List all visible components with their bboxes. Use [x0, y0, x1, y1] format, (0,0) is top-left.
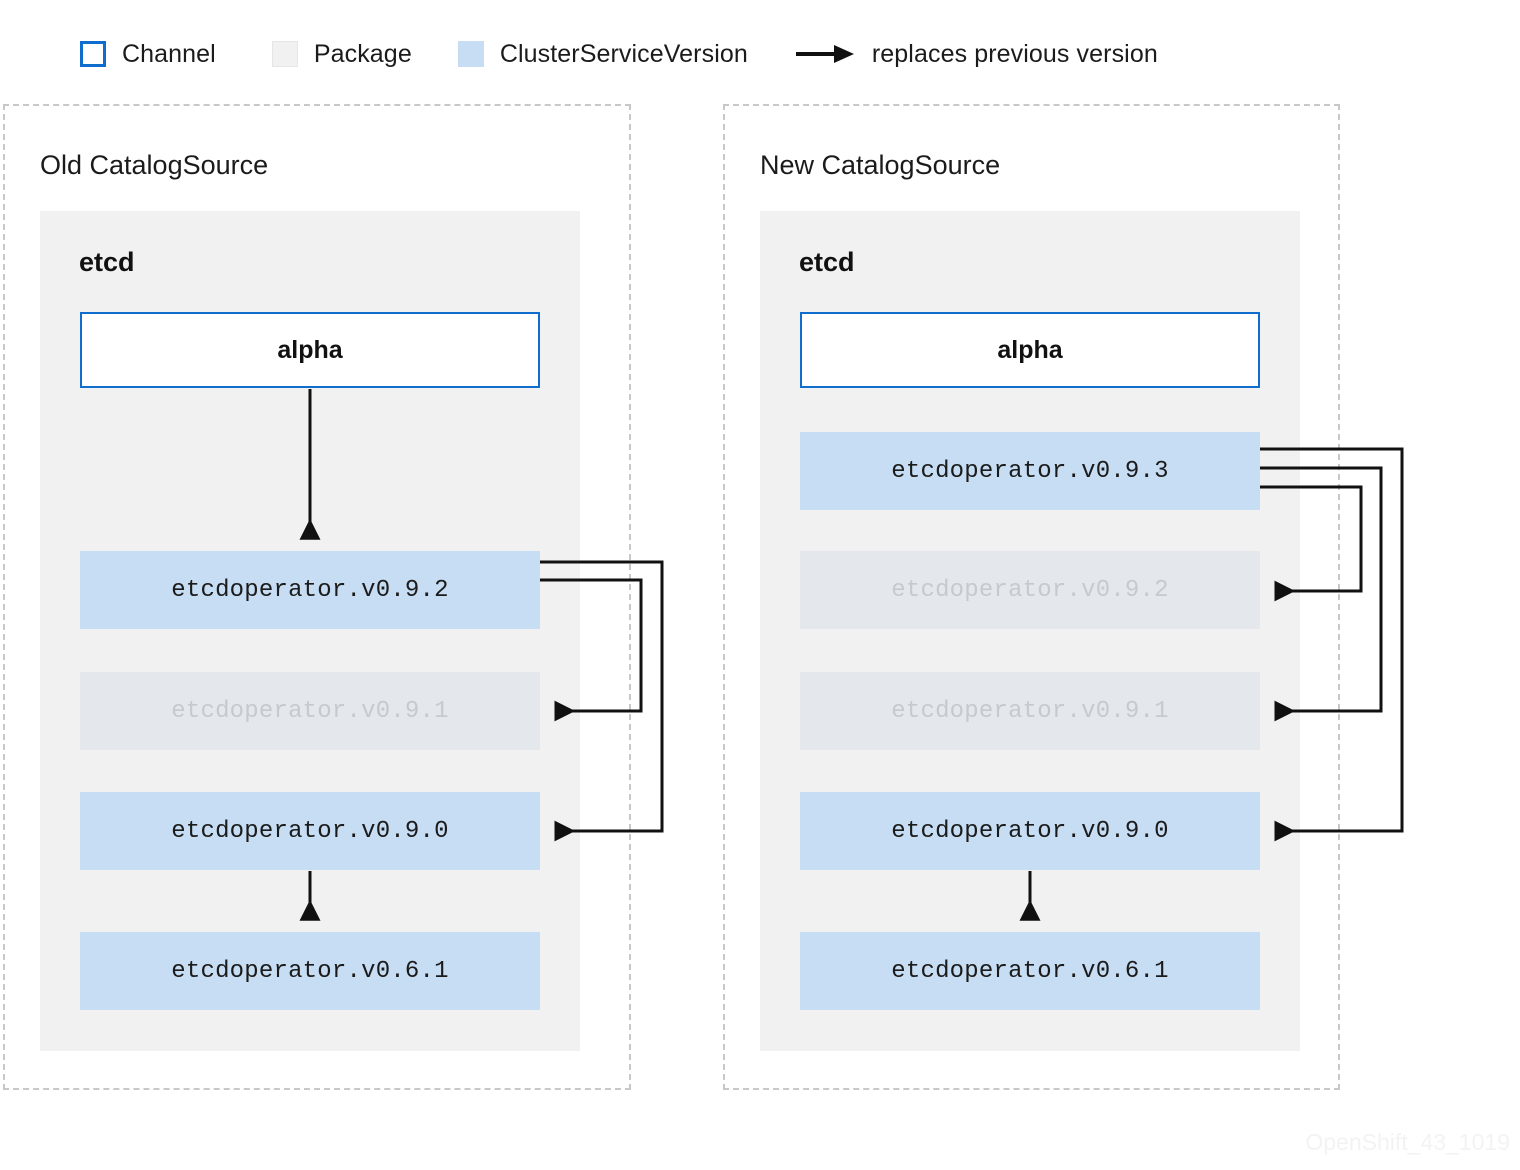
csv-label-old-v061: etcdoperator.v0.6.1	[171, 957, 449, 985]
legend-label-channel: Channel	[122, 39, 216, 68]
channel-label-new-alpha: alpha	[997, 335, 1063, 364]
watermark-label: OpenShift_43_1019	[1305, 1129, 1510, 1155]
package-name-old: etcd	[79, 247, 135, 277]
panel-title-old-catalogsource: Old CatalogSource	[40, 150, 269, 180]
csv-box-new-v090[interactable]: etcdoperator.v0.9.0	[800, 792, 1260, 870]
legend-label-package: Package	[313, 39, 412, 68]
csv-label-old-v091: etcdoperator.v0.9.1	[171, 697, 449, 725]
legend-label-clusterserviceversion: ClusterServiceVersion	[499, 39, 748, 68]
csv-label-new-v092: etcdoperator.v0.9.2	[891, 576, 1169, 604]
csv-box-new-v091[interactable]: etcdoperator.v0.9.1	[800, 672, 1260, 750]
csv-label-old-v090: etcdoperator.v0.9.0	[171, 817, 449, 845]
csv-box-new-v092[interactable]: etcdoperator.v0.9.2	[800, 551, 1260, 629]
clusterserviceversion-swatch-icon	[457, 41, 484, 67]
csv-box-old-v090[interactable]: etcdoperator.v0.9.0	[80, 792, 540, 870]
channel-box-new-alpha[interactable]: alpha	[800, 312, 1260, 388]
csv-box-old-v091[interactable]: etcdoperator.v0.9.1	[80, 672, 540, 750]
legend-item-replaces: replaces previous version	[795, 36, 1158, 72]
csv-box-old-v061[interactable]: etcdoperator.v0.6.1	[80, 932, 540, 1010]
arrow-glyph-icon	[795, 36, 856, 72]
channel-label-old-alpha: alpha	[277, 335, 343, 364]
csv-label-new-v090: etcdoperator.v0.9.0	[891, 817, 1169, 845]
csv-label-old-v092: etcdoperator.v0.9.2	[171, 576, 449, 604]
csv-label-new-v093: etcdoperator.v0.9.3	[891, 457, 1169, 485]
legend: Channel Package ClusterServiceVersion re…	[80, 36, 1158, 72]
legend-label-replaces: replaces previous version	[871, 39, 1158, 68]
package-swatch-icon	[271, 41, 298, 67]
package-name-new: etcd	[799, 247, 855, 277]
csv-label-new-v091: etcdoperator.v0.9.1	[891, 697, 1169, 725]
csv-box-new-v061[interactable]: etcdoperator.v0.6.1	[800, 932, 1260, 1010]
channel-swatch-icon	[80, 41, 106, 67]
legend-item-channel: Channel	[80, 36, 216, 72]
csv-box-new-v093[interactable]: etcdoperator.v0.9.3	[800, 432, 1260, 510]
csv-label-new-v061: etcdoperator.v0.6.1	[891, 957, 1169, 985]
csv-box-old-v092[interactable]: etcdoperator.v0.9.2	[80, 551, 540, 629]
legend-item-package: Package	[271, 36, 412, 72]
panel-title-new-catalogsource: New CatalogSource	[760, 150, 1001, 180]
legend-item-clusterserviceversion: ClusterServiceVersion	[457, 36, 748, 72]
channel-box-old-alpha[interactable]: alpha	[80, 312, 540, 388]
